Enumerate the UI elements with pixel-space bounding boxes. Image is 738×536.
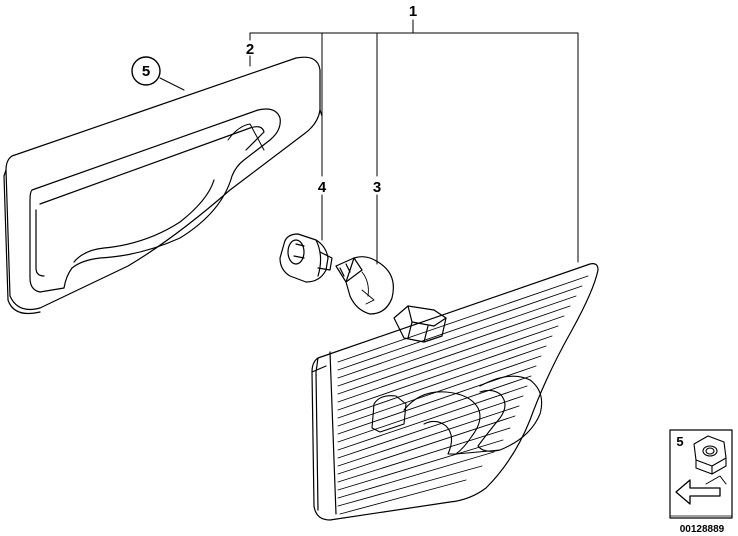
leader-line-gasket-ref — [159, 77, 185, 91]
callout-2: 2 — [246, 41, 254, 58]
legend-box: 5 — [669, 429, 733, 519]
callout-5: 5 — [142, 63, 150, 80]
gasket — [3, 56, 323, 315]
lens-ribs — [337, 275, 589, 515]
callout-4: 4 — [318, 179, 327, 196]
reference-number: 00128889 — [680, 524, 725, 535]
legend-item-number: 5 — [676, 434, 683, 449]
bulb-socket — [279, 233, 333, 283]
leader-line-assembly — [249, 32, 579, 263]
callout-5-circle: 5 — [131, 56, 161, 86]
arrow-icon — [675, 475, 727, 505]
leader-lines — [159, 19, 579, 265]
callout-1: 1 — [409, 3, 417, 20]
lamp-assembly — [311, 263, 599, 521]
nut-icon — [693, 435, 727, 475]
bulb — [335, 256, 394, 315]
callout-3: 3 — [373, 179, 381, 196]
